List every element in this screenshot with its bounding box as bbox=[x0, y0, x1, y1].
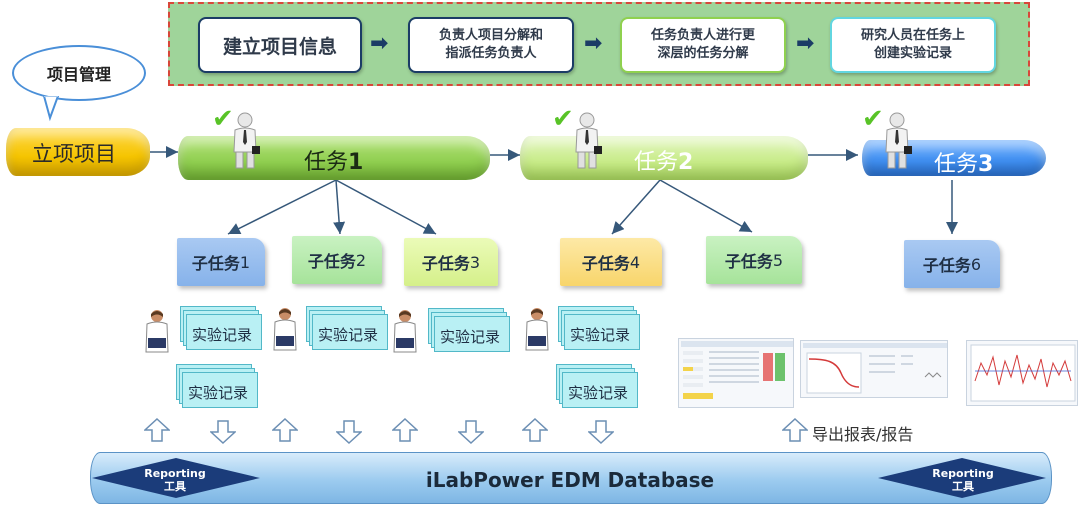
experiment-record: 实验记录 bbox=[180, 306, 262, 350]
experiment-record: 实验记录 bbox=[176, 364, 258, 408]
reporting-tool-left bbox=[92, 458, 260, 498]
workflow-step-3-label: 任务负责人进行更 深层的任务分解 bbox=[650, 28, 755, 61]
checkmark-icon: ✔ bbox=[212, 104, 234, 134]
scientist-icon bbox=[273, 308, 297, 351]
table-thumbnail bbox=[681, 341, 793, 399]
flow-arrow-icon: ➡ bbox=[370, 31, 389, 56]
checkmark-icon: ✔ bbox=[552, 104, 574, 134]
upload-arrow-icon bbox=[392, 418, 418, 442]
export-arrow-icon bbox=[782, 418, 808, 442]
download-arrow-icon bbox=[336, 420, 362, 444]
workflow-step-1-label: 建立项目信息 bbox=[222, 35, 337, 58]
manager-person-icon bbox=[885, 112, 912, 169]
scientist-icon bbox=[525, 308, 549, 351]
experiment-record: 实验记录 bbox=[428, 308, 510, 352]
task-2-cylinder: 任务2 bbox=[520, 136, 808, 180]
database-title: iLabPower EDM Database bbox=[425, 468, 715, 492]
task-1-label: 任务1 bbox=[304, 150, 364, 175]
workflow-step-4-label: 研究人员在任务上 创建实验记录 bbox=[860, 28, 965, 61]
workflow-step-4: 研究人员在任务上 创建实验记录 bbox=[830, 17, 996, 73]
workflow-step-1: 建立项目信息 bbox=[198, 17, 362, 73]
bubble-label: 项目管理 bbox=[46, 65, 111, 84]
task-3-label: 任务3 bbox=[934, 152, 994, 177]
project-management-bubble: 项目管理 bbox=[12, 45, 146, 101]
flow-arrow-icon: ➡ bbox=[584, 31, 603, 56]
manager-person-icon bbox=[233, 112, 260, 169]
download-arrow-icon bbox=[588, 420, 614, 444]
report-screenshot-chart bbox=[966, 340, 1078, 406]
upload-arrow-icon bbox=[144, 418, 170, 442]
flow-arrow-icon: ➡ bbox=[796, 31, 815, 56]
line-chart-thumbnail bbox=[970, 344, 1076, 402]
scientist-icon bbox=[145, 310, 169, 353]
experiment-record: 实验记录 bbox=[558, 306, 640, 350]
task-2-label: 任务2 bbox=[634, 150, 694, 175]
checkmark-icon: ✔ bbox=[862, 104, 884, 134]
workflow-step-2-label: 负责人项目分解和 指派任务负责人 bbox=[438, 28, 543, 61]
workflow-banner: 建立项目信息 ➡ 负责人项目分解和 指派任务负责人 ➡ 任务负责人进行更 深层的… bbox=[168, 2, 1030, 86]
project-label: 立项项目 bbox=[32, 142, 116, 166]
project-cylinder: 立项项目 bbox=[6, 128, 150, 176]
workflow-step-3: 任务负责人进行更 深层的任务分解 bbox=[620, 17, 786, 73]
curve-thumbnail bbox=[803, 343, 947, 394]
download-arrow-icon bbox=[210, 420, 236, 444]
download-arrow-icon bbox=[458, 420, 484, 444]
upload-arrow-icon bbox=[522, 418, 548, 442]
scientist-icon bbox=[393, 310, 417, 353]
experiment-record: 实验记录 bbox=[306, 306, 388, 350]
upload-arrow-icon bbox=[272, 418, 298, 442]
report-screenshot-curve bbox=[800, 340, 948, 398]
experiment-record: 实验记录 bbox=[556, 364, 638, 408]
task-1-cylinder: 任务1 bbox=[178, 136, 490, 180]
export-report-label: 导出报表/报告 bbox=[812, 425, 914, 444]
report-screenshot-table bbox=[678, 338, 794, 408]
workflow-step-2: 负责人项目分解和 指派任务负责人 bbox=[408, 17, 574, 73]
bubble-tail bbox=[42, 96, 60, 122]
manager-person-icon bbox=[575, 112, 602, 169]
reporting-tool-right bbox=[878, 458, 1046, 498]
